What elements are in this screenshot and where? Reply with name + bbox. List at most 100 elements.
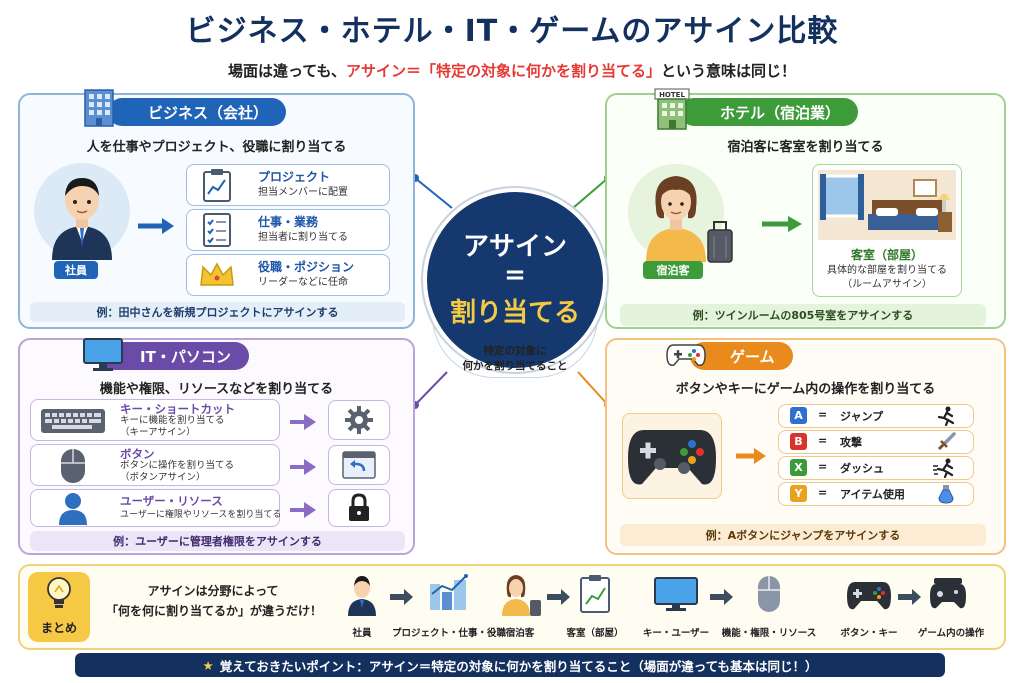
running-icon	[937, 406, 955, 426]
flow-label: 宿泊客	[505, 628, 535, 639]
window-undo-icon	[342, 451, 376, 479]
keyboard-icon	[41, 409, 105, 433]
hotel-subheading: 宿泊客に客室を割り当てる	[727, 140, 884, 155]
flow-employee-icon	[348, 576, 376, 616]
summary-badge-label: まとめ	[40, 621, 77, 635]
potion-icon	[938, 485, 954, 504]
flow-label: ゲーム内の操作	[917, 628, 985, 639]
it-card-desc: ボタンに操作を割り当てる	[120, 460, 235, 471]
gamepad-icon	[666, 344, 706, 367]
game-heading: ゲーム	[690, 342, 793, 370]
flow-label: 客室（部屋）	[566, 628, 624, 639]
business-subheading: 人を仕事やプロジェクト、役職に割り当てる	[86, 140, 347, 155]
it-card-title: ボタン	[120, 447, 155, 461]
center-equals: =	[504, 260, 526, 290]
it-arrow-icons	[290, 414, 316, 518]
game-row-eq: =	[818, 408, 828, 421]
hotel-heading: ホテル（宿泊業）	[680, 98, 859, 126]
page-subtitle: 場面は違っても、アサイン＝「特定の対象に何かを割り当てる」という意味は同じ！	[0, 60, 1024, 81]
flow-label: ボタン・キー	[840, 628, 898, 639]
game-action-label: アイテム使用	[840, 488, 905, 501]
lock-icon	[349, 493, 369, 521]
employee-icon	[52, 178, 112, 260]
it-subheading: 機能や権限、リソースなどを割り当てる	[99, 382, 334, 397]
flow-mouse-icon	[758, 576, 780, 612]
game-row	[778, 456, 974, 480]
key-point-bar: ★ 覚えておきたいポイント：アサイン＝特定の対象に何かを割り当てること（場面が違…	[75, 653, 945, 677]
game-arrow-icon	[736, 448, 766, 464]
hotel-example: 例：ツインルームの805号室をアサインする	[620, 304, 986, 326]
game-action-label: 攻撃	[840, 436, 862, 449]
game-heading-text: ゲーム	[730, 347, 775, 366]
it-card-desc: キーに機能を割り当てる	[120, 415, 225, 426]
flow-room-clipboard-icon	[580, 575, 610, 613]
flow-guest-icon	[502, 575, 541, 616]
flow-label: 機能・権限・リソース	[721, 628, 817, 639]
summary-text-line1: アサインは分野によって	[147, 584, 279, 598]
guest-label: 宿泊客	[643, 261, 703, 279]
it-card-title: ユーザー・リソース	[120, 494, 223, 508]
it-heading-text: IT・パソコン	[140, 347, 231, 366]
room-title: 客室（部屋）	[850, 248, 923, 262]
flow-monitor-icon	[654, 577, 698, 611]
key-x-badge: X	[790, 459, 807, 476]
center-term: アサイン	[462, 232, 567, 262]
clipboard-chart-icon	[203, 169, 231, 202]
hotel-building-icon: HOTEL	[654, 88, 690, 130]
it-card-desc: ユーザーに権限やリソースを割り当てる	[120, 510, 282, 520]
hotel-heading-text: ホテル（宿泊業）	[720, 103, 841, 122]
game-controller-icon	[628, 430, 716, 485]
center-desc-line2: 何かを割り当てること	[462, 360, 568, 372]
gear-icon	[345, 406, 373, 434]
business-card-desc: 担当メンバーに配置	[258, 187, 348, 198]
key-b-badge: B	[790, 433, 807, 450]
center-desc-line1: 特定の対象に	[483, 345, 547, 357]
flow-label: キー・ユーザー	[642, 628, 710, 639]
center-circle	[423, 188, 607, 372]
flow-project-icon	[430, 574, 468, 610]
flow-label: 社員	[352, 628, 372, 639]
lightbulb-icon	[47, 577, 71, 608]
sword-icon	[937, 432, 956, 451]
flow-controller-icon	[847, 582, 891, 610]
key-y-badge: Y	[790, 485, 807, 502]
key-point-text: 覚えておきたいポイント：アサイン＝特定の対象に何かを割り当てること（場面が違って…	[219, 658, 818, 674]
flow-game-action-icon	[930, 578, 966, 609]
bed-room-icon	[818, 170, 956, 240]
dash-icon	[933, 458, 954, 478]
subtitle-highlight: アサイン＝「特定の対象に何かを割り当てる」	[346, 62, 662, 80]
business-arrow-icon	[138, 218, 174, 234]
business-card-title: 仕事・業務	[258, 215, 319, 229]
employee-label: 社員	[54, 261, 98, 279]
game-row-eq: =	[818, 460, 828, 473]
checklist-icon	[203, 213, 231, 247]
it-card-desc-note: （キーアサイン）	[120, 427, 196, 438]
crown-icon	[200, 262, 234, 286]
business-heading: ビジネス（会社）	[108, 98, 287, 126]
it-card-title: キー・ショートカット	[120, 402, 235, 416]
game-row-eq: =	[818, 486, 828, 499]
center-meaning: 割り当てる	[449, 298, 580, 328]
business-example: 例：田中さんを新規プロジェクトにアサインする	[30, 302, 405, 322]
business-heading-text: ビジネス（会社）	[148, 103, 269, 122]
user-icon	[59, 493, 87, 525]
subtitle-after: という意味は同じ！	[661, 62, 797, 80]
hotel-sign-text: HOTEL	[659, 91, 685, 99]
subtitle-before: 場面は違っても、	[227, 62, 347, 80]
guest-icon	[646, 176, 733, 263]
game-action-label: ジャンプ	[840, 410, 884, 423]
flow-label: プロジェクト・仕事・役職	[391, 628, 506, 639]
game-subheading: ボタンやキーにゲーム内の操作を割り当てる	[675, 382, 936, 397]
room-desc: 具体的な部屋を割り当てる	[827, 265, 947, 276]
hotel-arrow-icon	[762, 216, 802, 232]
it-card-desc-note: （ボタンアサイン）	[120, 472, 206, 483]
it-heading: IT・パソコン	[100, 342, 249, 370]
room-desc-note: （ルームアサイン）	[842, 279, 932, 290]
building-icon	[84, 89, 114, 127]
monitor-icon	[83, 338, 123, 371]
business-card-title: プロジェクト	[258, 170, 331, 184]
game-row	[778, 404, 974, 428]
summary-text-line2: 「何を何に割り当てるか」が違うだけ！	[105, 604, 322, 618]
game-example: 例：Aボタンにジャンプをアサインする	[620, 524, 986, 546]
